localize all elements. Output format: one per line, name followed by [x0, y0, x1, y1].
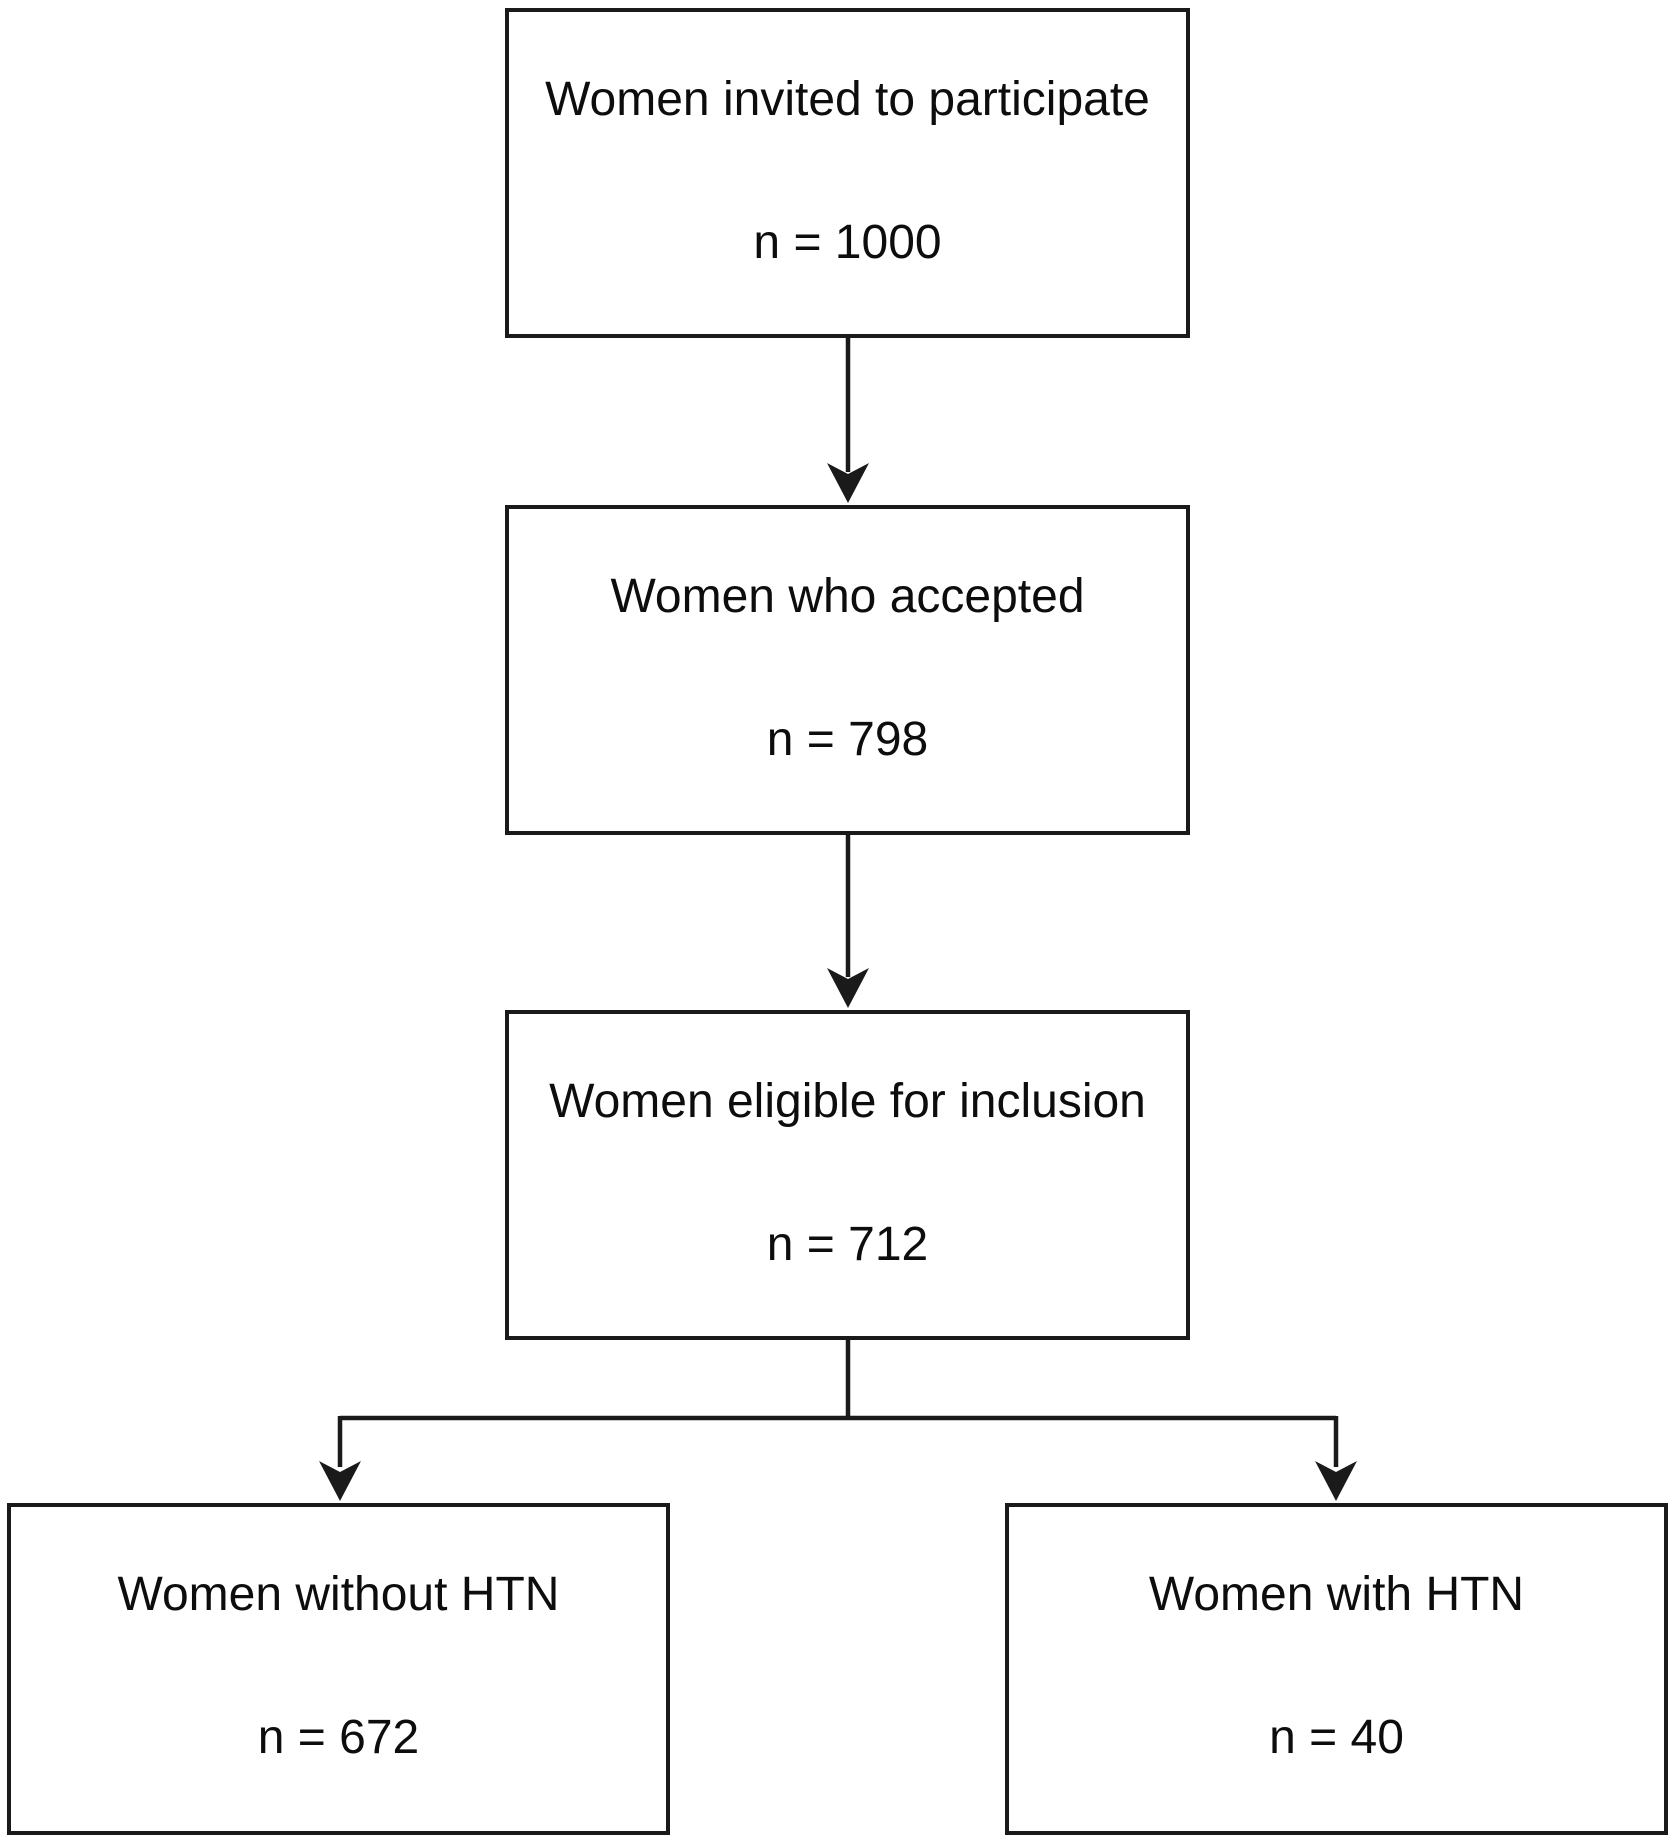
- node-women-invited: Women invited to participate n = 1000: [505, 8, 1190, 338]
- arrowhead-accepted: [827, 463, 869, 503]
- arrowhead-without-htn: [319, 1461, 361, 1501]
- node-women-eligible: Women eligible for inclusion n = 712: [505, 1010, 1190, 1340]
- node-label: Women invited to participate: [545, 73, 1150, 126]
- node-women-with-htn: Women with HTN n = 40: [1005, 1503, 1668, 1835]
- node-count: n = 1000: [753, 216, 942, 270]
- node-count: n = 798: [766, 713, 929, 767]
- node-count: n = 40: [1269, 1711, 1404, 1765]
- node-label: Women without HTN: [117, 1568, 560, 1621]
- node-count: n = 672: [257, 1711, 420, 1765]
- node-women-accepted: Women who accepted n = 798: [505, 505, 1190, 835]
- arrowhead-with-htn: [1315, 1461, 1357, 1501]
- node-label: Women with HTN: [1148, 1568, 1525, 1621]
- node-count: n = 712: [766, 1218, 929, 1272]
- node-label: Women eligible for inclusion: [549, 1075, 1146, 1128]
- node-women-without-htn: Women without HTN n = 672: [7, 1503, 670, 1835]
- arrowhead-eligible: [827, 968, 869, 1008]
- node-label: Women who accepted: [610, 570, 1085, 623]
